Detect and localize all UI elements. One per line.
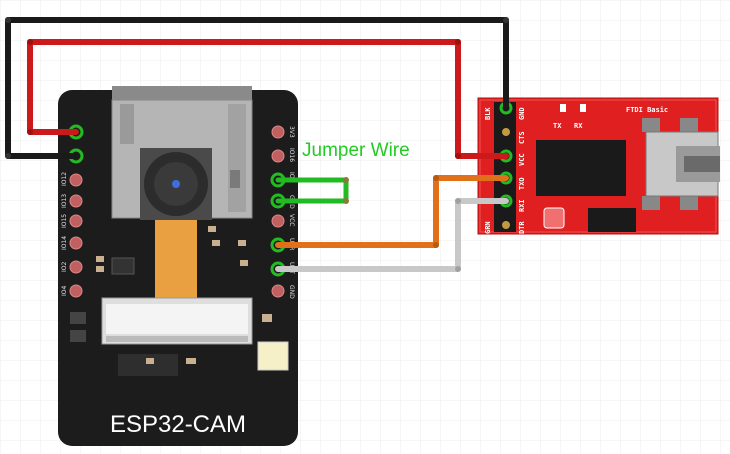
pin-label-io2: IO2 bbox=[61, 262, 68, 272]
ftdi-title: FTDI Basic bbox=[626, 106, 668, 114]
wire-jumper-green bbox=[275, 177, 349, 204]
jumper-wire-annotation: Jumper Wire bbox=[302, 140, 410, 161]
flex-connector bbox=[101, 297, 253, 345]
ftdi-pin-label-rxi: RXI bbox=[518, 199, 526, 212]
usb-mini-connector bbox=[642, 118, 720, 210]
ftdi-pin-label-gnd: GND bbox=[518, 107, 526, 120]
sd-card-slot bbox=[111, 86, 253, 219]
ftdi-pin-label-cts: CTS bbox=[518, 131, 526, 144]
pin-label-io13: IO13 bbox=[61, 194, 68, 208]
camera-module bbox=[140, 148, 212, 298]
ftdi-pin-label-blk: BLK bbox=[484, 107, 492, 120]
ftdi-pin-label-txo: TXO bbox=[518, 177, 526, 190]
pin-label-io4: IO4 bbox=[61, 286, 68, 296]
wire-rx-gray bbox=[275, 198, 509, 272]
pin-label-io0: IO0 bbox=[288, 172, 295, 182]
board-name-label: ESP32-CAM bbox=[110, 411, 246, 438]
wires bbox=[5, 17, 509, 272]
flash-led bbox=[257, 341, 289, 371]
ftdi-pin-label-vcc: VCC bbox=[518, 153, 526, 166]
rx-led-label: RX bbox=[574, 122, 583, 130]
pin-label-gnd-lower: GND bbox=[288, 285, 295, 299]
pin-label-io15: IO15 bbox=[61, 214, 68, 228]
ftdi-board: TX RX FTDI Basic BLK GND CTS VCC TXO RXI… bbox=[477, 97, 720, 235]
pin-label-vcc: VCC bbox=[288, 214, 295, 226]
pin-label-io12: IO12 bbox=[61, 172, 68, 186]
pin-label-io16: IO16 bbox=[288, 148, 295, 162]
esp32-cam-board: ESP32-CAM bbox=[58, 86, 298, 446]
ftdi-chip bbox=[536, 140, 626, 196]
pin-label-io14: IO14 bbox=[61, 236, 68, 250]
pin-label-3v3: 3V3 bbox=[288, 126, 295, 138]
wire-tx-orange bbox=[275, 175, 509, 248]
wire-vcc-red bbox=[27, 39, 509, 159]
wire-bend-points bbox=[5, 17, 509, 272]
tx-led-label: TX bbox=[553, 122, 562, 130]
ftdi-pin-label-dtr: DTR bbox=[518, 221, 526, 234]
ftdi-pin-label-grn: GRN bbox=[484, 221, 492, 234]
